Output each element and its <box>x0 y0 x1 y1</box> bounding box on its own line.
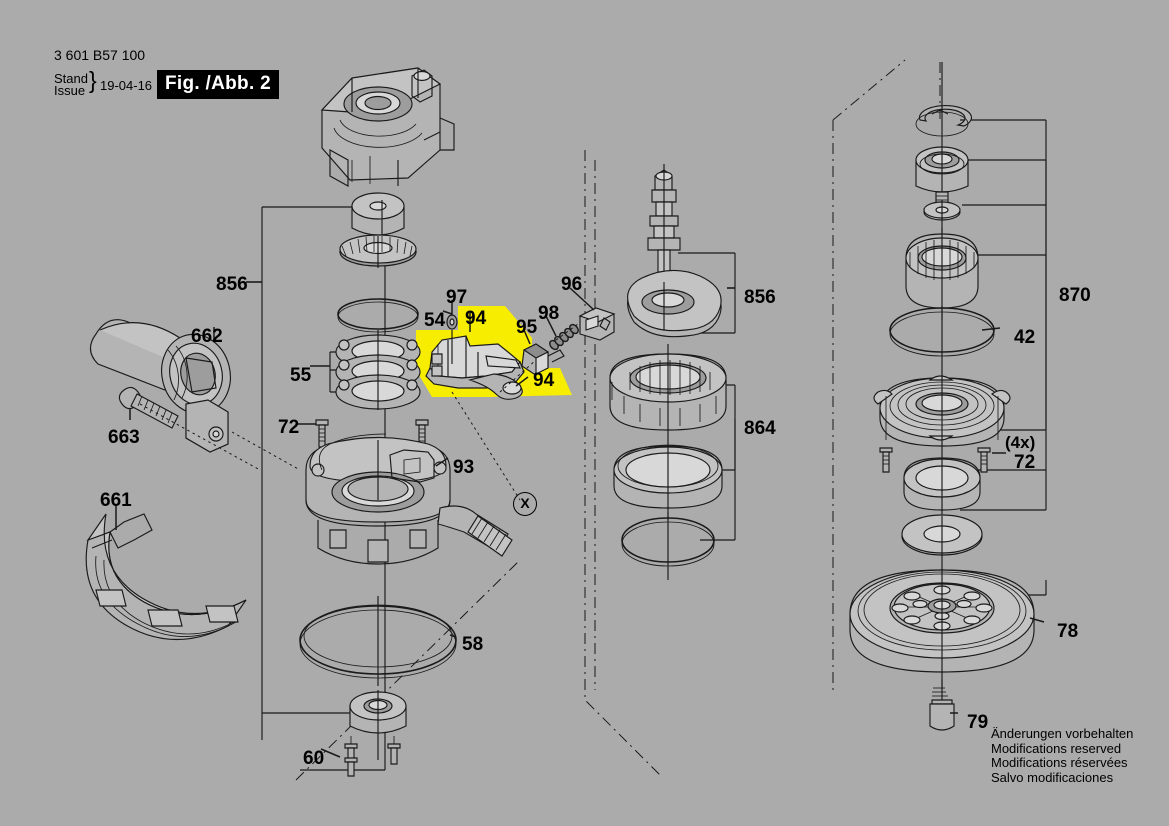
legal-fr: Modifications réservées <box>991 755 1128 771</box>
part-97-ring <box>446 304 458 364</box>
callout-661-c661: 661 <box>100 490 132 511</box>
figure-badge: Fig. /Abb. 2 <box>157 70 279 99</box>
issue-date: 19-04-16 <box>100 78 153 93</box>
part-flat-washer <box>901 514 983 572</box>
part-661-guard <box>85 513 247 641</box>
callout-94-c94b: 94 <box>533 370 555 391</box>
callout-79-c79: 79 <box>967 712 989 733</box>
callout-856-c856b: 856 <box>744 287 776 308</box>
callout-663-c663: 663 <box>108 427 140 448</box>
part-58-oring <box>299 596 457 686</box>
part-663-screw <box>118 386 179 429</box>
callout-98-c98: 98 <box>538 303 560 324</box>
callout-662-c662: 662 <box>191 326 223 347</box>
callout-93-c93: 93 <box>453 457 475 478</box>
x-reference-marker: X <box>513 492 537 516</box>
callout-870-c870: 870 <box>1059 285 1091 306</box>
callout-42-c42: 42 <box>1014 327 1036 348</box>
part-ring-mid <box>613 440 723 520</box>
part-42-oring <box>889 306 995 362</box>
part-large-gear <box>905 228 979 320</box>
callout-54-c54: 54 <box>424 310 446 331</box>
legal-es: Salvo modificaciones <box>991 769 1114 785</box>
part-eccentric-cam <box>627 269 722 338</box>
callout-96-c96: 96 <box>561 274 583 295</box>
part-60-screws <box>344 736 401 777</box>
callout-97-c97: 97 <box>446 287 468 308</box>
part-plate-assembly <box>873 362 1011 450</box>
part-93-body <box>305 433 513 565</box>
callout-60-c60: 60 <box>303 748 325 769</box>
part-bushing <box>349 690 407 760</box>
part-bevel-gear <box>338 234 418 268</box>
stand-issue-label: Stand Issue <box>54 71 88 98</box>
legal-de: Änderungen vorbehalten <box>991 726 1134 741</box>
part-gear-housing <box>320 67 455 187</box>
part-circlip <box>915 62 973 140</box>
callout-4x-c4x: (4x) <box>1005 433 1036 452</box>
part-72-screws-right <box>879 447 991 473</box>
brace-glyph: } <box>89 67 97 93</box>
part-screw-washer <box>923 191 961 240</box>
legal-notice: Änderungen vorbehalten Modifications res… <box>991 726 1134 785</box>
callout-72-c72b: 72 <box>1014 452 1036 473</box>
legal-en: Modifications reserved <box>991 740 1122 756</box>
part-oring-top <box>337 298 419 333</box>
part-splined-ring <box>609 344 727 440</box>
part-code: 3 601 B57 100 <box>54 47 146 63</box>
callout-864-c864: 864 <box>744 418 776 439</box>
callout-78-c78: 78 <box>1057 621 1079 642</box>
part-79-screw <box>929 680 955 731</box>
part-ring-lower <box>621 512 715 580</box>
part-98-spring <box>549 323 579 351</box>
callout-94-c94a: 94 <box>465 308 487 329</box>
callout-95-c95: 95 <box>516 317 538 338</box>
callout-72-c72a: 72 <box>278 417 300 438</box>
callout-55-c55: 55 <box>290 365 312 386</box>
part-seal-ring <box>903 450 981 522</box>
part-78-backing-pad <box>849 569 1035 690</box>
part-55-plates <box>335 330 421 410</box>
part-96-clip <box>578 307 616 341</box>
part-54-cap <box>351 192 405 240</box>
part-spindle <box>647 164 681 282</box>
callout-856-c856a: 856 <box>216 274 248 295</box>
part-bearing <box>915 140 969 200</box>
part-662-handle <box>89 319 231 453</box>
callout-58-c58: 58 <box>462 634 484 655</box>
